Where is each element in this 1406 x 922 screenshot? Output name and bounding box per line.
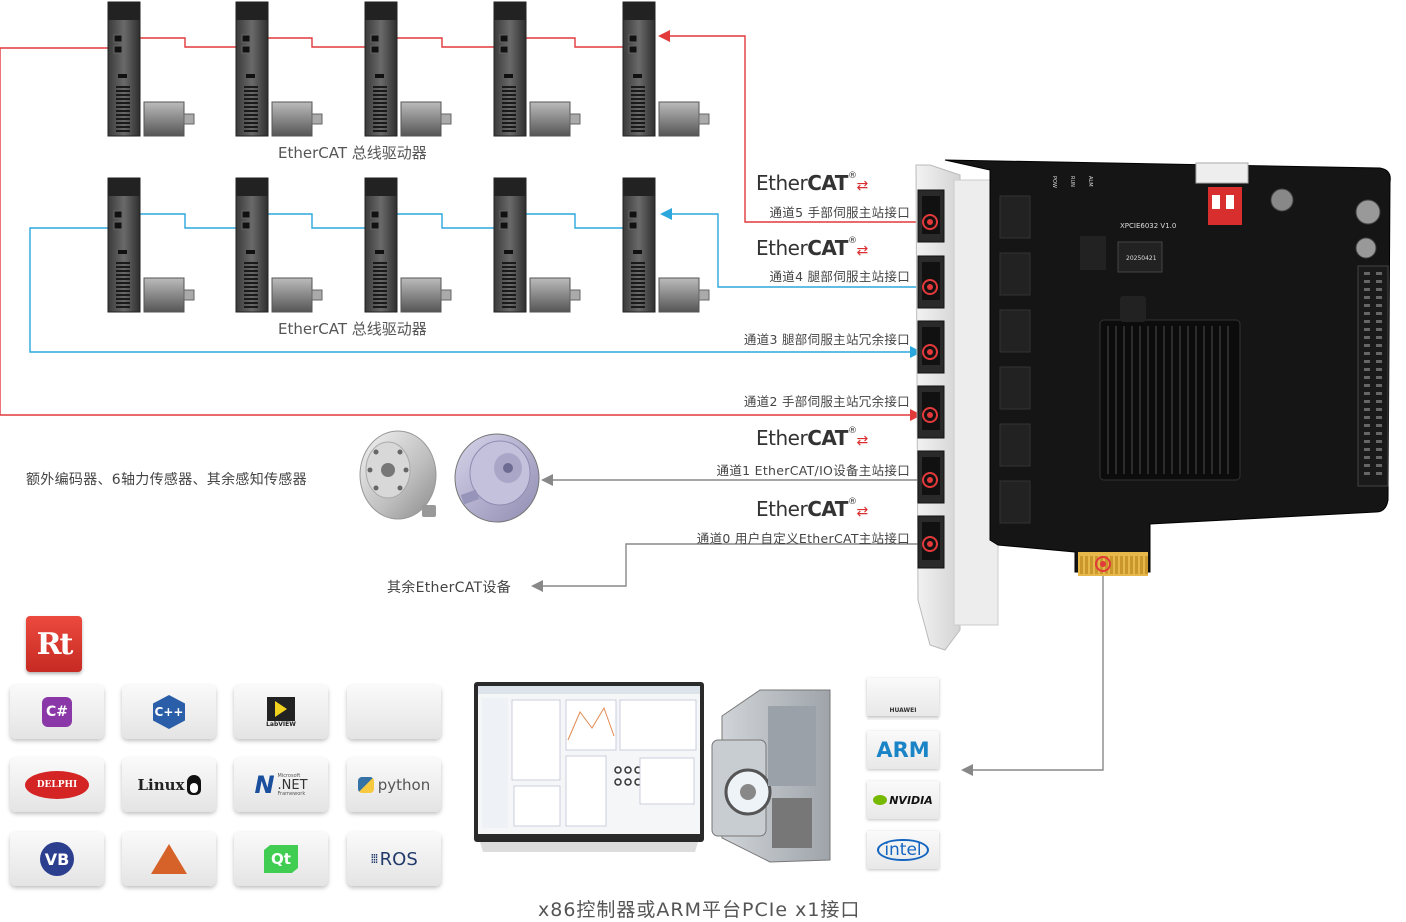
- huawei-logo: HUAWEI: [867, 678, 939, 716]
- channel-1-label: 通道1 EtherCAT/IO设备主站接口: [716, 463, 910, 478]
- grey-arrow-pcie: [961, 764, 973, 776]
- ethercat-logo-3: EtherCAT®⇄: [756, 426, 868, 450]
- tux-icon: [186, 775, 201, 795]
- bus-label-row1: EtherCAT 总线驱动器: [278, 144, 427, 162]
- led-label-run: RUN: [1069, 176, 1075, 187]
- red-arrow-ch2: [910, 409, 922, 421]
- servo-drive-r1-4: [493, 1, 581, 137]
- channel-0-label: 通道0 用户自定义EtherCAT主站接口: [696, 531, 910, 546]
- monitor: [474, 682, 704, 852]
- ethercat-arrow-icon: ⇄: [856, 178, 868, 194]
- tile-ros: ⁞⁞⁞ ROS: [347, 832, 441, 886]
- tile-python: python: [347, 758, 441, 812]
- rj45-port-2: [917, 320, 945, 374]
- cpp-icon: C++: [153, 695, 185, 729]
- delphi-icon: DELPHI: [25, 771, 89, 799]
- servo-drive-r2-3: [364, 177, 452, 313]
- csharp-icon: C#: [42, 697, 72, 727]
- grey-arrow-ch0: [531, 580, 543, 592]
- servo-drive-r1-2: [235, 1, 323, 137]
- servo-drive-r2-2: [235, 177, 323, 313]
- labview-icon: [266, 696, 295, 721]
- nvidia-logo: NVIDIA: [867, 781, 939, 819]
- rj45-port-4: [917, 450, 945, 504]
- servo-drive-r1-1: [107, 1, 195, 137]
- tile-dotnet: N Microsoft .NET Framework: [234, 758, 328, 812]
- blue-arrow-ch4: [660, 208, 672, 220]
- blue-arrow-ch3: [910, 346, 922, 358]
- red-arrow-ch5: [658, 30, 670, 42]
- servo-drive-r2-5: [622, 177, 710, 313]
- matlab-icon: [151, 844, 187, 874]
- python-icon: [357, 777, 374, 793]
- tile-delphi: DELPHI: [10, 758, 104, 812]
- card-date: 20250421: [1126, 255, 1157, 262]
- tile-vb: VB: [10, 832, 104, 886]
- ethercat-logo-4: EtherCAT®⇄: [756, 497, 868, 521]
- blue-line-ch3: [29, 227, 912, 353]
- rt-logo: Rt: [26, 616, 82, 672]
- led-label-alm: ALM: [1087, 176, 1093, 187]
- dotnet-icon: N: [254, 771, 275, 799]
- qt-icon: Qt: [264, 845, 298, 873]
- servo-drive-r2-1: [107, 177, 195, 313]
- force-sensor: [454, 433, 540, 523]
- bus-label-row2: EtherCAT 总线驱动器: [278, 320, 427, 338]
- grey-line-pcie: [970, 564, 1104, 771]
- encoder-sensor: [359, 430, 437, 520]
- industrial-pc: [711, 689, 831, 863]
- blue-line-ch4: [670, 213, 930, 288]
- sensors-label: 额外编码器、6轴力传感器、其余感知传感器: [26, 472, 307, 488]
- ethercat-logo-1: EtherCAT®⇄: [756, 171, 868, 195]
- red-line-ch5: [662, 35, 930, 223]
- channel-5-label: 通道5 手部伺服主站接口: [769, 205, 910, 220]
- rj45-port-1: [917, 255, 945, 309]
- ethercat-arrow-icon: ⇄: [856, 243, 868, 259]
- grey-arrow-ch1: [541, 474, 553, 486]
- ethercat-logo-2: EtherCAT®⇄: [756, 236, 868, 260]
- tile-linux: Linux: [122, 758, 216, 812]
- red-line-ch2: [0, 47, 912, 416]
- bottom-caption: x86控制器或ARM平台PCIe x1接口: [538, 899, 861, 921]
- tile-csharp: C#: [10, 685, 104, 739]
- channel-2-label: 通道2 手部伺服主站冗余接口: [743, 394, 910, 409]
- vb-icon: VB: [40, 842, 74, 876]
- ethercat-arrow-icon: ⇄: [856, 504, 868, 520]
- ethercat-arrow-icon: ⇄: [856, 433, 868, 449]
- card-model: XPCIE6032 V1.0: [1120, 222, 1176, 230]
- channel-3-label: 通道3 腿部伺服主站冗余接口: [743, 332, 910, 347]
- grey-line-ch0: [540, 543, 930, 587]
- nvidia-eye-icon: [873, 795, 888, 805]
- other-devices-label: 其余EtherCAT设备: [387, 580, 511, 596]
- arm-logo: ARM: [867, 731, 939, 769]
- intel-logo: intel: [867, 831, 939, 869]
- tile-cpp: C++: [122, 685, 216, 739]
- tile-labview: LabVIEW: [234, 685, 328, 739]
- servo-drive-r2-4: [493, 177, 581, 313]
- pcie-card: XPCIE6032 V1.0 20250421 POW RUN ALM: [915, 159, 1391, 651]
- channel-4-label: 通道4 腿部伺服主站接口: [769, 269, 910, 284]
- rj45-port-3: [917, 385, 945, 439]
- servo-drive-r1-5: [622, 1, 710, 137]
- servo-drive-r1-3: [364, 1, 452, 137]
- led-label-pow: POW: [1051, 176, 1057, 188]
- tile-qt: Qt: [234, 832, 328, 886]
- ros-icon: ⁞⁞⁞: [370, 851, 379, 867]
- tile-matlab: [122, 832, 216, 886]
- tile-apple: [347, 685, 441, 739]
